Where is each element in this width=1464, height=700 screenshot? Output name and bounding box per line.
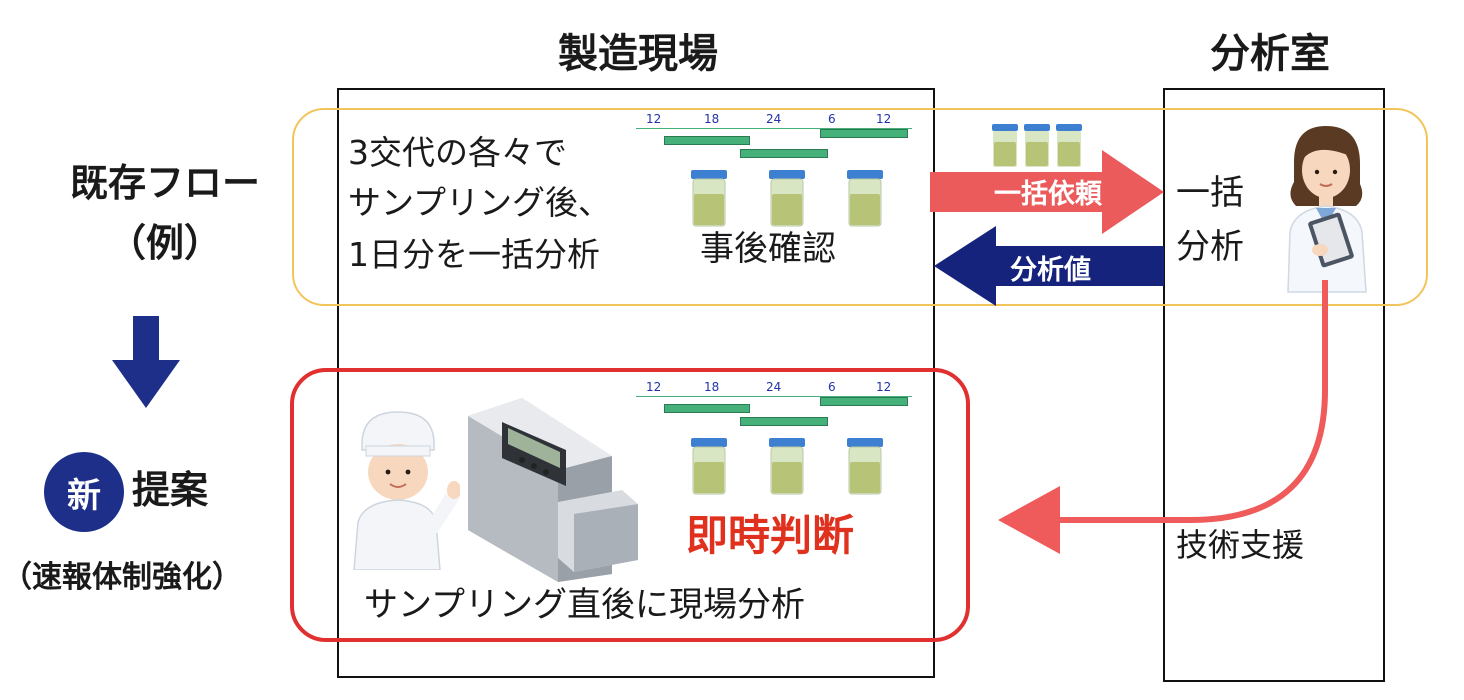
flow-down-arrow: [112, 316, 180, 408]
lab-bulk-line2: 分析: [1176, 227, 1244, 267]
lab-column-title: 分析室: [1210, 31, 1330, 77]
timeline-existing: 12 18 24 6 12: [636, 110, 912, 162]
existing-flow-example: （例）: [107, 221, 222, 265]
shift-bar-2: [740, 149, 828, 158]
bulk-request-label: 一括依頼: [994, 179, 1102, 210]
analysis-value-arrow: [934, 226, 1164, 306]
sample-cup-icon: [769, 438, 805, 495]
existing-flow-label: 既存フロー: [69, 161, 260, 205]
existing-line-2: サンプリング後、: [348, 183, 612, 222]
analysis-value-label: 分析値: [1010, 255, 1091, 286]
lab-analyst-icon: [1287, 126, 1367, 293]
sample-cup-icon: [769, 170, 805, 227]
instant-judgment-label: 即時判断: [686, 511, 855, 560]
sample-cup-icon: [847, 438, 883, 495]
timeline-axis: [636, 128, 912, 129]
technical-support-arrow: [998, 280, 1328, 554]
timeline-tick: 12: [876, 380, 892, 394]
shift-bar-2: [740, 417, 828, 426]
shift-bar-3: [820, 397, 908, 406]
factory-worker-icon: [353, 411, 460, 570]
post-check-label: 事後確認: [700, 229, 836, 269]
existing-line-1: 3交代の各々で: [348, 133, 567, 172]
timeline-tick: 12: [876, 112, 892, 126]
timeline-tick: 12: [646, 380, 662, 394]
sample-cup-icon: [691, 170, 727, 227]
lab-bulk-line1: 一括: [1176, 173, 1244, 213]
proposal-outline: [290, 368, 970, 642]
timeline-tick: 18: [704, 380, 720, 394]
sample-cup-icon: [847, 170, 883, 227]
factory-column: [337, 88, 935, 678]
timeline-tick: 6: [828, 112, 836, 126]
timeline-tick: 6: [828, 380, 836, 394]
existing-flow-outline: [292, 108, 1428, 306]
proposal-label: 提案: [132, 468, 209, 512]
timeline-tick: 24: [766, 380, 782, 394]
timeline-tick: 24: [766, 112, 782, 126]
new-badge: 新: [44, 452, 124, 532]
shift-bar-3: [820, 129, 908, 138]
proposal-sublabel: （速報体制強化）: [2, 560, 242, 595]
shift-bar-1: [664, 404, 750, 413]
technical-support-label: 技術支援: [1176, 526, 1305, 564]
analyzer-device-icon: [468, 398, 638, 582]
timeline-tick: 18: [704, 112, 720, 126]
factory-column-title: 製造現場: [558, 31, 718, 77]
sample-cups-small-icon: [992, 124, 1082, 167]
bulk-request-arrow: [930, 150, 1164, 234]
timeline-tick: 12: [646, 112, 662, 126]
proposal-caption: サンプリング直後に現場分析: [364, 585, 805, 625]
existing-line-3: 1日分を一括分析: [348, 235, 600, 274]
sample-cup-icon: [691, 438, 727, 495]
new-badge-text: 新: [67, 475, 101, 516]
shift-bar-1: [664, 136, 750, 145]
timeline-axis: [636, 396, 912, 397]
timeline-proposal: 12 18 24 6 12: [636, 378, 912, 430]
